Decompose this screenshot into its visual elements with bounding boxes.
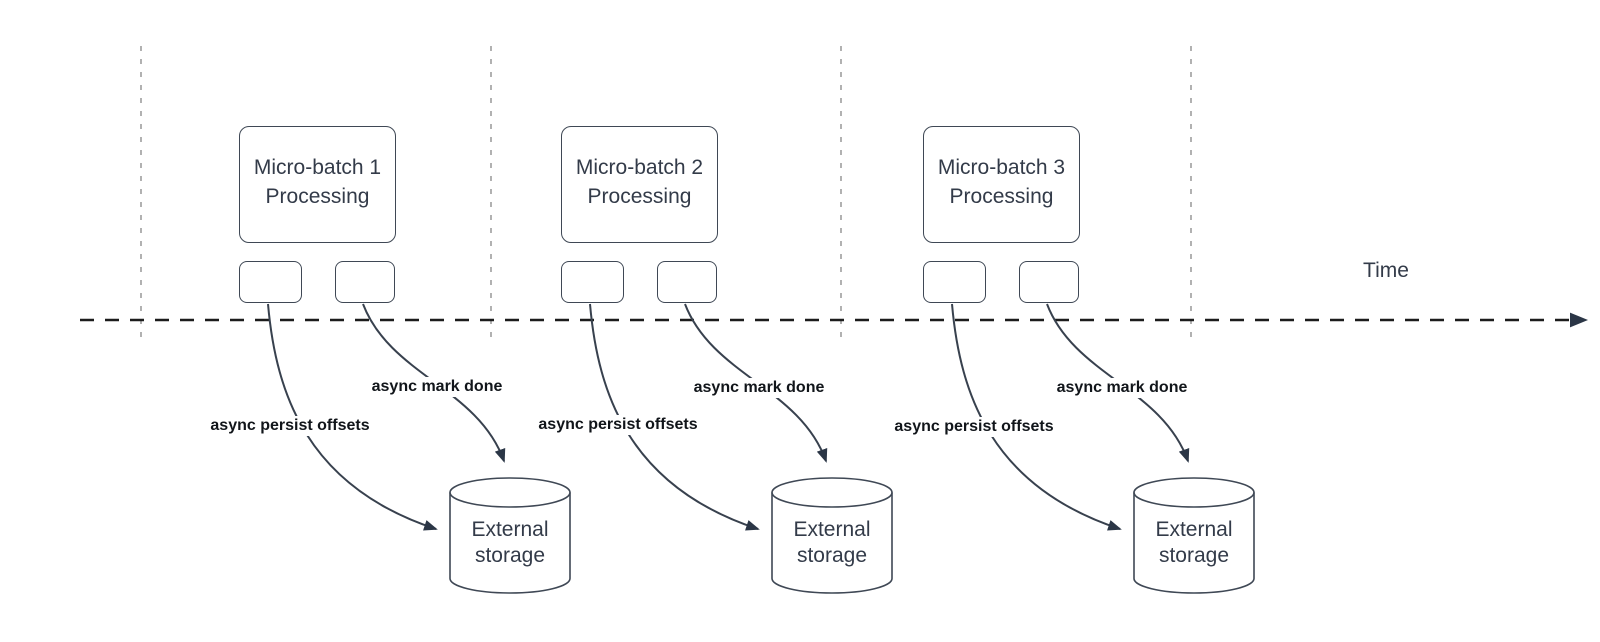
cylinder-rim [1133,492,1255,508]
time-axis-arrowhead-icon [1570,312,1588,328]
async-persist-offsets-label: async persist offsets [205,416,375,436]
storage-label-line: External [793,518,871,541]
mark-done-task-box [657,261,717,303]
external-storage-label: External storage [1134,517,1254,569]
storage-label-line: External [471,518,549,541]
node-title-line: Micro-batch 3 [937,155,1066,179]
async-persist-offsets-label: async persist offsets [533,415,703,435]
batch-1-graphics [267,303,571,594]
async-persist-offsets-label: async persist offsets [889,417,1059,437]
async-mark-done-label: async mark done [366,377,508,397]
node-title-line: Processing [587,184,692,208]
external-storage-cylinder [1133,477,1255,594]
async-mark-done-label: async mark done [1051,378,1193,398]
storage-label-line: storage [1158,544,1230,567]
storage-label-line: storage [796,544,868,567]
micro-batch-3-processing-node: Micro-batch 3 Processing [923,126,1080,243]
persist-offsets-task-box [923,261,986,303]
node-title-line: Micro-batch 1 [253,155,382,179]
node-title-line: Processing [265,184,370,208]
storage-label-line: External [1155,518,1233,541]
external-storage-label: External storage [772,517,892,569]
node-title-line: Processing [949,184,1054,208]
cylinder-rim [771,492,893,508]
cylinder-rim [449,492,571,508]
batch-3-graphics [951,303,1255,594]
persist-offsets-task-box [239,261,302,303]
persist-offsets-task-box [561,261,624,303]
async-mark-done-label: async mark done [688,378,830,398]
mark-done-task-box [1019,261,1079,303]
external-storage-cylinder [449,477,571,594]
external-storage-cylinder [771,477,893,594]
micro-batch-1-processing-node: Micro-batch 1 Processing [239,126,396,243]
micro-batch-2-processing-node: Micro-batch 2 Processing [561,126,718,243]
external-storage-label: External storage [450,517,570,569]
storage-label-line: storage [474,544,546,567]
mark-done-task-box [335,261,395,303]
node-title-line: Micro-batch 2 [575,155,704,179]
time-axis-label: Time [1363,259,1409,282]
